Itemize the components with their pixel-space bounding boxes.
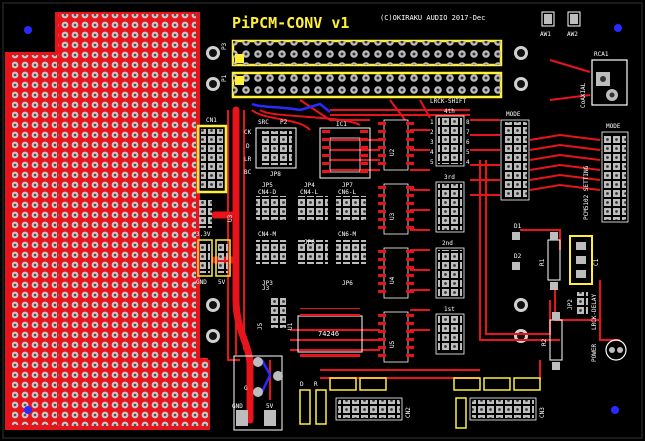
cn6m-label: CN6-M [338,231,356,238]
svg-text:5: 5 [430,159,434,166]
section-4th-label: 4th [444,108,455,115]
board-title: PiPCM-CONV v1 [232,14,349,32]
jumper-blocks [256,196,366,264]
coaxial-label: CoAXIAL [580,82,587,108]
p2-label: P2 [280,119,288,126]
header-label-p3: P3 [221,42,228,50]
mode-label: MODE [506,111,521,118]
u2-label: U2 [389,148,396,156]
jp4-label: JP4 [304,182,315,189]
d2-label: D2 [514,253,522,260]
header-label-p1: P1 [221,74,228,82]
aw2-label: AW2 [567,31,578,38]
u3b-label: U3 [389,212,396,220]
cn3-header [469,397,537,421]
svg-text:3: 3 [430,139,434,146]
pcm-setting-label: PCM5102 SETTING [583,165,590,220]
lr-label: LR [244,156,252,163]
mounting-holes [24,24,622,414]
gnd-label: GND [196,279,207,286]
ic1-label: IC1 [336,121,347,128]
svg-text:2: 2 [430,129,434,136]
u3-label: U3 [227,214,234,222]
lrck-delay-label: LRCK-DELAY [591,293,598,330]
r1-label: R1 [539,258,546,266]
d-label: D [246,143,250,150]
svg-text:5: 5 [466,149,470,156]
power-jumpers [197,200,231,277]
aw1-label: AW1 [540,31,551,38]
src-block [255,127,297,169]
cn4l-label: CN4-L [300,189,318,196]
gpio-header-p3 [231,39,503,67]
power-label: POWER [591,344,598,362]
jp8-label: JP8 [270,171,281,178]
svg-text:4: 4 [430,149,434,156]
bottom-gnd-label: GND [232,403,243,410]
c1-label: C1 [593,258,600,266]
u5-label: U5 [389,340,396,348]
section-3rd-label: 3rd [444,174,455,181]
svg-text:8: 8 [466,119,470,126]
rca1-label: RCA1 [594,51,609,58]
bc-label: BC [244,169,252,176]
section-1st-label: 1st [444,306,455,313]
mode2-label: MODE [606,123,621,130]
r2-label: R2 [541,338,548,346]
cn4d-label: CN4-D [258,189,276,196]
power-terminal [233,355,283,431]
blue-traces [251,102,331,393]
section-2nd-label: 2nd [442,240,453,247]
cn2-header [335,397,403,421]
aw-connectors [541,11,581,27]
cn1-header [196,124,228,194]
cn2-label: CN2 [405,407,412,418]
v33-label: 3.3V [196,231,211,238]
passive-components [512,232,627,370]
copyright-text: (C)OKIRAKU AUDIO 2017-Dec [380,14,485,22]
j5-label: J5 [257,322,264,330]
lrck-shift-headers [435,115,465,355]
jp7-label: JP7 [342,182,353,189]
src-label: SRC [258,119,269,126]
chip-74246-label: 74246 [318,330,339,338]
gpio-header-p1 [231,71,503,99]
svg-text:6: 6 [466,139,470,146]
u1-label: U1 [287,322,294,330]
ic1-chip [319,127,371,179]
jp3-label: JP3 [262,280,273,287]
ck-label: CK [244,129,252,136]
jp2-label: JP2 [567,299,574,310]
j3-label: J3 [262,285,270,292]
cn6l-label: CN6-L [338,189,356,196]
jps-label: JP6 [342,280,353,287]
digit-labels-left: 1 2 3 4 5 [430,119,434,166]
d1-label: D1 [514,223,522,230]
mode-headers [500,119,629,223]
svg-text:1: 1 [430,119,434,126]
bottom-d-label: D [300,381,304,388]
chip-74246 [270,298,363,360]
bottom-5v-label: 5V [266,403,274,410]
bottom-r-label: R [314,381,318,388]
svg-text:7: 7 [466,129,470,136]
bottom-g-label: G [244,385,248,392]
u4-label: U4 [389,276,396,284]
cn3-label: CN3 [539,407,546,418]
lrck-shift-label: LRCK-SHIFT [430,98,467,105]
jp6-label: JP6 [304,239,315,246]
cn4m-label: CN4-M [258,231,276,238]
jp5-label: JP5 [262,182,273,189]
smd-chips [378,119,414,363]
5v-label: 5V [218,279,226,286]
bottom-resistors [299,377,541,429]
cn1-label: CN1 [206,117,217,124]
digit-labels-right: 8 7 6 5 4 [466,119,470,166]
rca-connector [549,59,628,106]
svg-text:4: 4 [466,159,470,166]
proto-area [5,12,210,430]
